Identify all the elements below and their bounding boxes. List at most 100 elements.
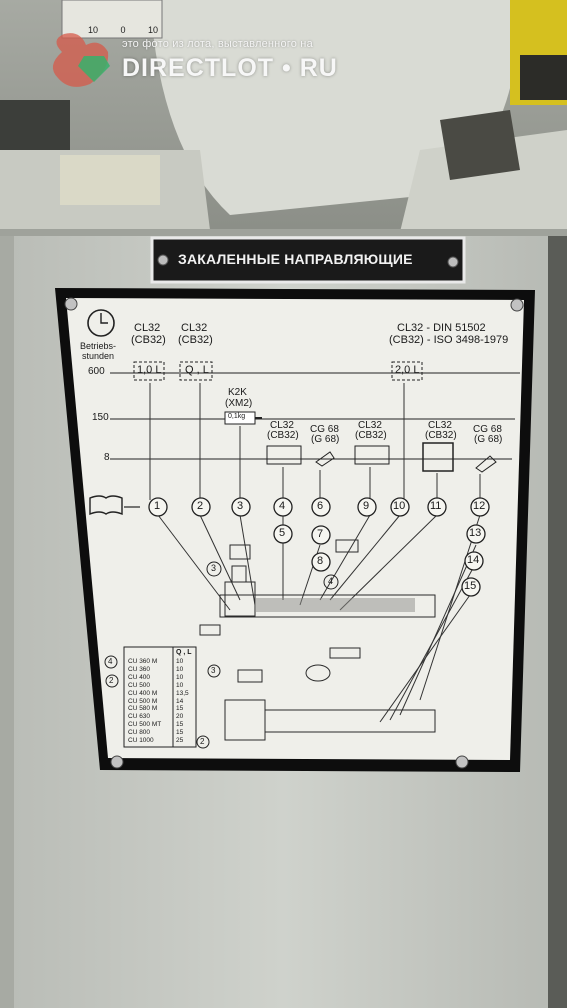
scale-mark-left: 10	[88, 25, 99, 35]
right-rail	[400, 130, 567, 232]
point-6: 6	[317, 500, 324, 512]
oil-gun-box-11	[422, 442, 454, 472]
table-row: CU 800 15	[128, 729, 196, 737]
callout-circle-3	[206, 561, 222, 577]
clock-label-2: stunden	[82, 351, 115, 361]
table-cell-q: 13,5	[176, 689, 189, 697]
lube-1-line1: CL32	[134, 322, 161, 334]
table-row: CU 400 M 13,5	[128, 690, 196, 698]
point-14: 14	[467, 554, 480, 566]
table-cell-q: 10	[176, 665, 184, 673]
cabinet-top-edge	[0, 229, 567, 237]
lube-mid-4-line2: (CB32)	[267, 430, 299, 441]
point-3: 3	[237, 500, 244, 512]
callout-4: 4	[328, 576, 334, 586]
table-mark-2b-label: 2	[200, 737, 205, 746]
interval-600: 600	[88, 366, 105, 377]
lube-box-3	[391, 361, 423, 381]
table-cell-q: 15	[176, 721, 184, 729]
lube-1-line2: (CB32)	[131, 334, 166, 346]
point-8: 8	[317, 555, 324, 567]
lube-mid-6-line1: CG 68	[310, 424, 339, 435]
carriage-dark	[440, 110, 520, 180]
bed-edge-left	[60, 155, 160, 205]
lube-mid-11-line1: CL32	[428, 420, 452, 431]
point-1: 1	[154, 500, 161, 512]
table-row: CU 580 M 15	[128, 705, 196, 713]
table-mark-2a	[105, 674, 119, 688]
cabinet-left-edge	[0, 236, 14, 1008]
table-cell-q: 15	[176, 705, 184, 713]
point-circles-row1	[148, 497, 490, 517]
manual-book-icon	[89, 495, 123, 516]
clock-icon	[87, 309, 115, 337]
grease-gun-symbol-6	[315, 451, 335, 467]
table-mark-3	[207, 664, 221, 678]
lube-3-line1: CL32 - DIN 51502	[397, 322, 486, 334]
watermark-caption: это фото из лота, выставленного на	[122, 38, 313, 50]
lube-mid-4-line1: CL32	[270, 420, 294, 431]
lube-mid-6-line2: (G 68)	[311, 434, 340, 445]
lube-1-box: 1,0 L	[137, 364, 162, 376]
table-cell-model: CU 800	[128, 729, 151, 737]
table-cell-q: 15	[176, 729, 184, 737]
table-cell-model: CU 400 M	[128, 689, 158, 697]
point-circles-lower	[273, 524, 486, 597]
point-11: 11	[430, 500, 442, 512]
scale-mark-mid: 0	[120, 25, 126, 35]
table-mark-4-label: 4	[108, 657, 113, 666]
table-cell-model: CU 580 M	[128, 705, 158, 713]
title-plate	[150, 236, 466, 284]
diagram-screw-br	[455, 755, 469, 769]
callout-3: 3	[211, 563, 217, 573]
table-cell-q: 10	[176, 658, 184, 665]
interval-8: 8	[104, 452, 110, 463]
table-cell-model: CU 400	[128, 673, 151, 681]
clock-label-1: Betriebs-	[80, 341, 117, 351]
point-15: 15	[464, 580, 477, 592]
table-cell-model: CU 500 MT	[128, 721, 162, 729]
interval-150: 150	[92, 412, 109, 423]
table-mark-2a-label: 2	[109, 676, 114, 685]
plate-screw-left	[157, 254, 169, 266]
point-7: 7	[317, 528, 324, 540]
cabinet-right-edge	[548, 236, 567, 1008]
yellow-part-shadow	[520, 55, 567, 100]
lathe-bed-hatch	[255, 598, 415, 612]
point-2: 2	[197, 500, 204, 512]
lube-3-box: 2,0 L	[395, 364, 420, 376]
table-cell-model: CU 1000	[128, 737, 154, 745]
lube-mid-12-line1: CG 68	[473, 424, 502, 435]
hardened-guides-title: ЗАКАЛЕННЫЕ НАПРАВЛЯЮЩИЕ	[178, 251, 413, 267]
leader-lines	[149, 383, 481, 723]
table-cell-model: CU 630	[128, 713, 151, 721]
point-12: 12	[473, 500, 486, 512]
table-mark-3-label: 3	[211, 666, 216, 675]
lube-2-line1: CL32	[181, 322, 208, 334]
lube-mid-9-line1: CL32	[358, 420, 382, 431]
table-row: CU 500 MT 15	[128, 721, 196, 729]
capacity-table	[123, 646, 197, 748]
table-cell-q: 25	[176, 737, 184, 745]
lube-2-line2: (CB32)	[178, 334, 213, 346]
oil-can-symbol-9	[354, 445, 390, 465]
table-cell-q: 10	[176, 681, 184, 689]
watermark-brand-name: DIRECTLOT	[122, 54, 275, 82]
table-mark-4	[104, 655, 118, 669]
scale-marks: 10 0 10	[88, 25, 158, 35]
lube-mid-11-line2: (CB32)	[425, 430, 457, 441]
table-cell-q: 14	[176, 697, 184, 705]
k2k-box-label: 0,1kg	[228, 413, 246, 420]
lube-3-line2: (CB32) - ISO 3498-1979	[389, 334, 509, 346]
dial-scale	[61, 0, 163, 39]
lube-box-2	[179, 361, 213, 381]
lube-mid-12-line2: (G 68)	[474, 434, 503, 445]
